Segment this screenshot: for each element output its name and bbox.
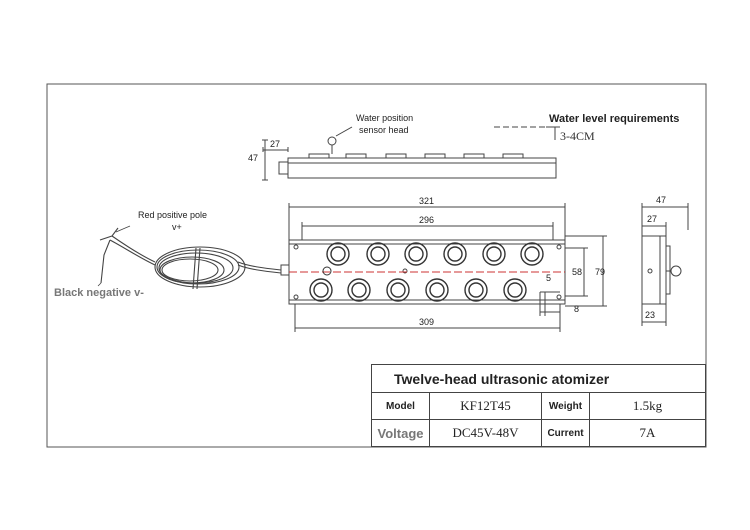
spec-table: Twelve-head ultrasonic atomizer Model KF… — [371, 364, 706, 447]
spec-key-model: Model — [371, 392, 430, 420]
atomizer-head — [482, 242, 506, 266]
drawing-frame — [46, 83, 707, 448]
dim-side-width: 27 — [270, 139, 280, 149]
water-level-title: Water level requirements — [549, 113, 679, 125]
end-view — [641, 203, 689, 326]
atomizer-head — [443, 242, 467, 266]
atomizer-heads — [309, 242, 544, 302]
black-wire-pointer — [97, 282, 102, 287]
side-view — [262, 126, 560, 181]
sensor-head-label-1: Water position — [356, 113, 413, 123]
atomizer-head — [520, 242, 544, 266]
spec-value-current: 7A — [589, 419, 706, 447]
red-pole-label-1: Red positive pole — [138, 210, 207, 220]
spec-row: Voltage DC45V-48V Current 7A — [371, 419, 706, 447]
atomizer-head — [366, 242, 390, 266]
sensor-head-label-2: sensor head — [359, 125, 409, 135]
dim-end-total: 47 — [656, 195, 666, 205]
spec-value-model: KF12T45 — [429, 392, 542, 420]
red-wire-pointer — [115, 225, 131, 233]
spec-title: Twelve-head ultrasonic atomizer — [371, 364, 706, 393]
red-pole-label-2: v+ — [172, 222, 182, 232]
atomizer-head — [503, 278, 527, 302]
water-level-value: 3-4CM — [560, 129, 595, 143]
atomizer-head — [347, 278, 371, 302]
power-cable — [99, 227, 282, 290]
atomizer-head — [386, 278, 410, 302]
sensor-head-topview — [322, 266, 332, 276]
spec-value-weight: 1.5kg — [589, 392, 706, 420]
spec-key-weight: Weight — [541, 392, 590, 420]
dim-height-inner: 58 — [572, 267, 582, 277]
dim-total-length: 321 — [419, 196, 434, 206]
dim-end-bottom: 23 — [645, 310, 655, 320]
black-pole-label: Black negative v- — [54, 287, 144, 299]
dim-small-a: 5 — [546, 273, 551, 283]
top-view — [280, 203, 607, 332]
atomizer-head — [464, 278, 488, 302]
dim-base-length: 309 — [419, 317, 434, 327]
dim-side-height: 47 — [248, 153, 258, 163]
dim-inner-length: 296 — [419, 215, 434, 225]
spec-key-voltage: Voltage — [371, 419, 430, 447]
end-view-dot — [647, 268, 653, 274]
spec-key-current: Current — [541, 419, 590, 447]
spec-row: Model KF12T45 Weight 1.5kg — [371, 392, 706, 420]
dim-small-b: 8 — [574, 304, 579, 314]
atomizer-head — [425, 278, 449, 302]
dim-end-inner: 27 — [647, 214, 657, 224]
spec-value-voltage: DC45V-48V — [429, 419, 542, 447]
dim-height-outer: 79 — [595, 267, 605, 277]
spec-title-row: Twelve-head ultrasonic atomizer — [371, 364, 706, 393]
atomizer-head — [326, 242, 350, 266]
atomizer-head — [309, 278, 333, 302]
side-view-caps — [308, 153, 524, 159]
atomizer-head — [404, 242, 428, 266]
